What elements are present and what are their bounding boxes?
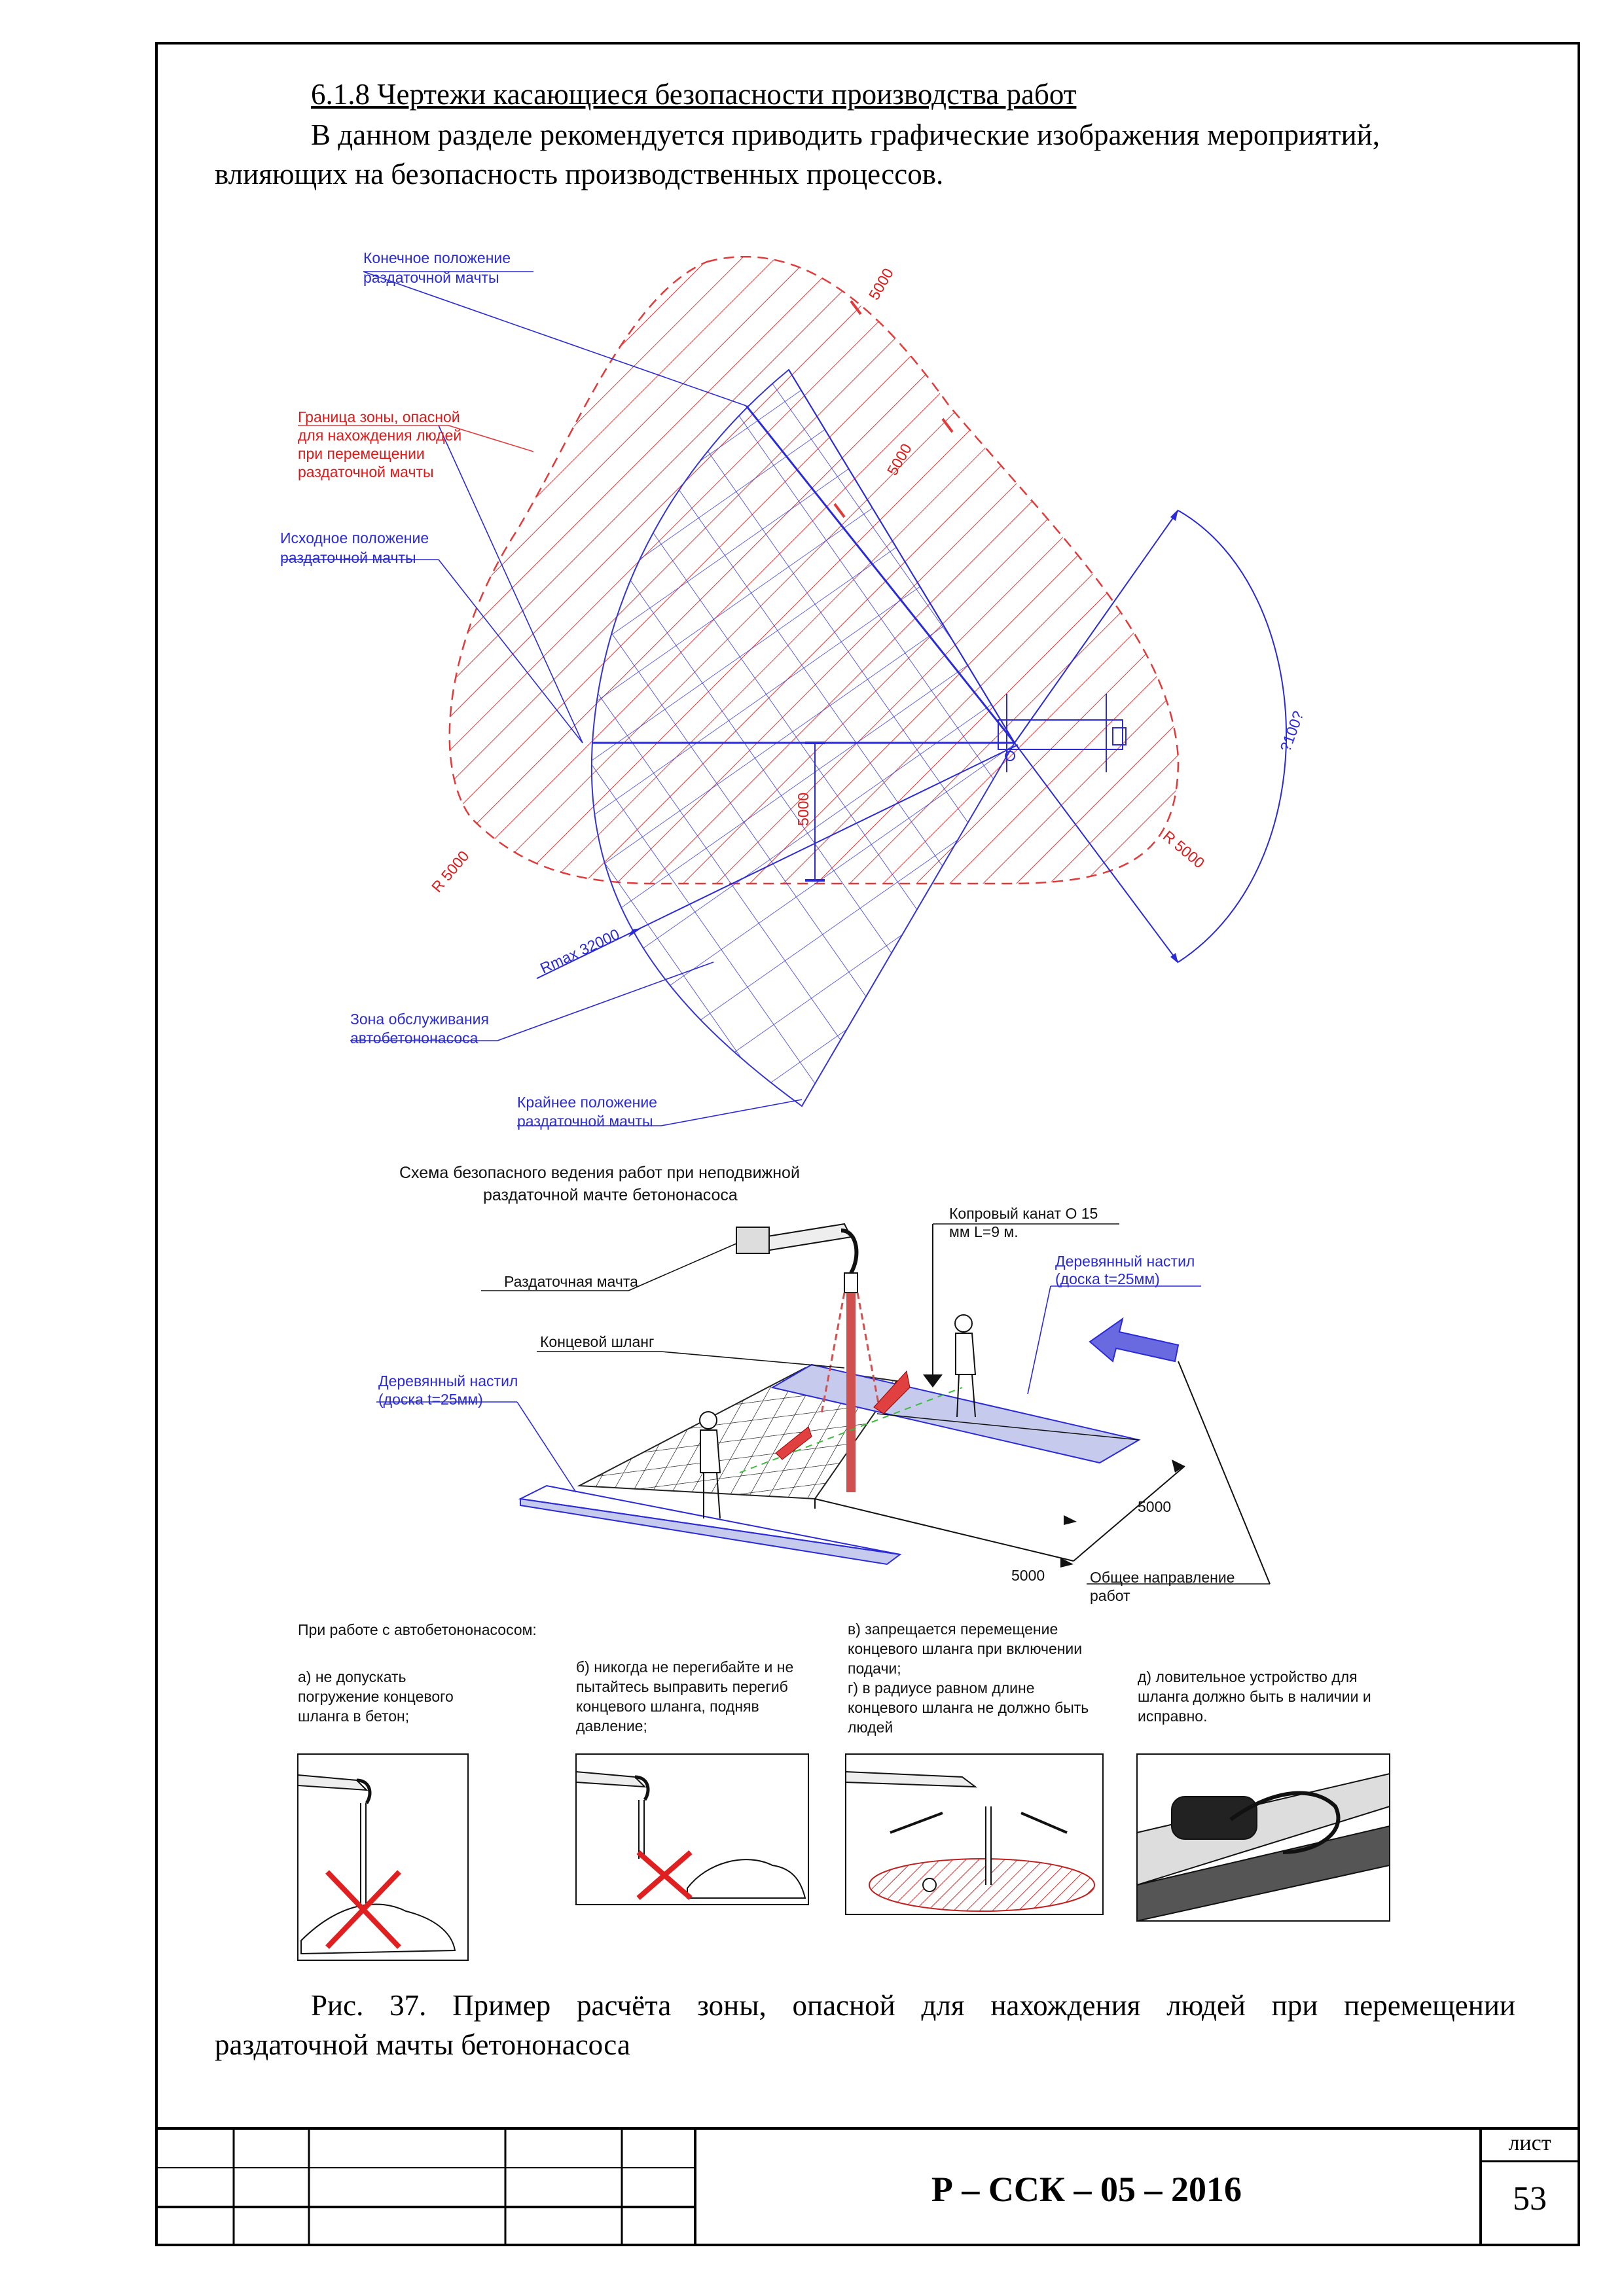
intro-paragraph-line-2: влияющих на безопасность производственны… xyxy=(215,158,944,190)
rule-d-2: шланга должно быть в наличии и xyxy=(1138,1688,1371,1705)
rule-a-1: а) не допускать xyxy=(298,1668,406,1685)
dim-right-5000: 5000 xyxy=(1138,1498,1171,1515)
worker-right xyxy=(954,1314,977,1418)
illustration-v xyxy=(845,1753,1104,1915)
label-deck-right-1: Деревянный настил xyxy=(1055,1253,1195,1270)
rmax-leader xyxy=(536,744,1019,979)
label-start-position-2: раздаточной мачты xyxy=(280,549,416,566)
illustration-d xyxy=(1136,1753,1390,1922)
label-mast: Раздаточная мачта xyxy=(504,1273,638,1290)
worker-left xyxy=(699,1411,721,1519)
rule-v-3: подачи; xyxy=(848,1660,901,1677)
sheet-number: 53 xyxy=(1513,2180,1547,2217)
label-extreme-position-2: раздаточной мачты xyxy=(517,1113,653,1130)
final-position-line xyxy=(745,405,1016,744)
label-rope-1: Копровый канат О 15 xyxy=(949,1205,1098,1222)
rule-g-1: г) в радиусе равном длине xyxy=(848,1679,1035,1696)
rule-g-3: людей xyxy=(848,1719,893,1736)
scheme-drawing xyxy=(376,1223,1271,1585)
label-hose: Концевой шланг xyxy=(540,1333,654,1350)
label-danger-zone-2: для нахождения людей xyxy=(298,427,461,444)
label-deck-left-2: (доска t=25мм) xyxy=(378,1391,483,1408)
rule-a-3: шланга в бетон; xyxy=(298,1708,409,1725)
sheet-label: лист xyxy=(1508,2131,1551,2155)
rule-d-3: исправно. xyxy=(1138,1708,1208,1725)
label-deck-left-1: Деревянный настил xyxy=(378,1372,518,1390)
label-direction-1: Общее направление xyxy=(1090,1569,1235,1586)
pump-truck-icon xyxy=(998,694,1127,772)
direction-arrow xyxy=(1089,1317,1180,1363)
document-code: Р – ССК – 05 – 2016 xyxy=(931,2170,1242,2209)
label-danger-zone-4: раздаточной мачты xyxy=(298,463,434,480)
label-service-zone-1: Зона обслуживания xyxy=(350,1011,489,1028)
label-service-zone-2: автобетононасоса xyxy=(350,1030,478,1047)
rule-b-1: б) никогда не перегибайте и не xyxy=(576,1659,793,1676)
label-final-position-1: Конечное положение xyxy=(363,249,511,266)
scheme-title-2: раздаточной мачте бетононасоса xyxy=(483,1186,738,1204)
rule-b-3: концевого шланга, подняв xyxy=(576,1698,759,1715)
label-deck-right-2: (доска t=25мм) xyxy=(1055,1270,1160,1287)
rule-b-2: пытайтесь выправить перегиб xyxy=(576,1678,788,1695)
figure-caption-line-2: раздаточной мачты бетононасоса xyxy=(215,2028,630,2061)
rule-v-2: концевого шланга при включении xyxy=(848,1640,1082,1657)
scheme-title-1: Схема безопасного ведения работ при непо… xyxy=(399,1164,800,1182)
rule-a-2: погружение концевого xyxy=(298,1688,454,1705)
figure-caption-line-1: Рис. 37. Пример расчёта зоны, опасной дл… xyxy=(311,1989,1515,2022)
illustration-b xyxy=(575,1753,809,1905)
label-rope-2: мм L=9 м. xyxy=(949,1223,1019,1240)
page-frame xyxy=(155,42,1580,2246)
rules-intro: При работе с автобетононасосом: xyxy=(298,1621,537,1638)
rule-d-1: д) ловительное устройство для xyxy=(1138,1668,1358,1685)
dim-5000-vertical: 5000 xyxy=(795,793,812,826)
label-danger-zone-3: при перемещении xyxy=(298,445,425,462)
label-direction-2: работ xyxy=(1090,1587,1130,1604)
intro-paragraph-line-1: В данном разделе рекомендуется приводить… xyxy=(311,118,1380,151)
label-danger-zone-1: Граница зоны, опасной xyxy=(298,408,460,425)
rule-g-2: концевого шланга не должно быть xyxy=(848,1699,1089,1716)
label-final-position-2: раздаточной мачты xyxy=(363,269,499,286)
rule-v-1: в) запрещается перемещение xyxy=(848,1621,1058,1638)
section-heading: 6.1.8 Чертежи касающиеся безопасности пр… xyxy=(311,78,1077,111)
plan-drawing xyxy=(281,255,1288,1126)
label-start-position-1: Исходное положение xyxy=(280,529,429,547)
rule-b-4: давление; xyxy=(576,1717,647,1734)
label-extreme-position-1: Крайнее положение xyxy=(517,1094,657,1111)
dim-left-5000: 5000 xyxy=(1011,1567,1045,1584)
illustration-a xyxy=(297,1753,469,1961)
angle-arc xyxy=(1178,510,1288,963)
